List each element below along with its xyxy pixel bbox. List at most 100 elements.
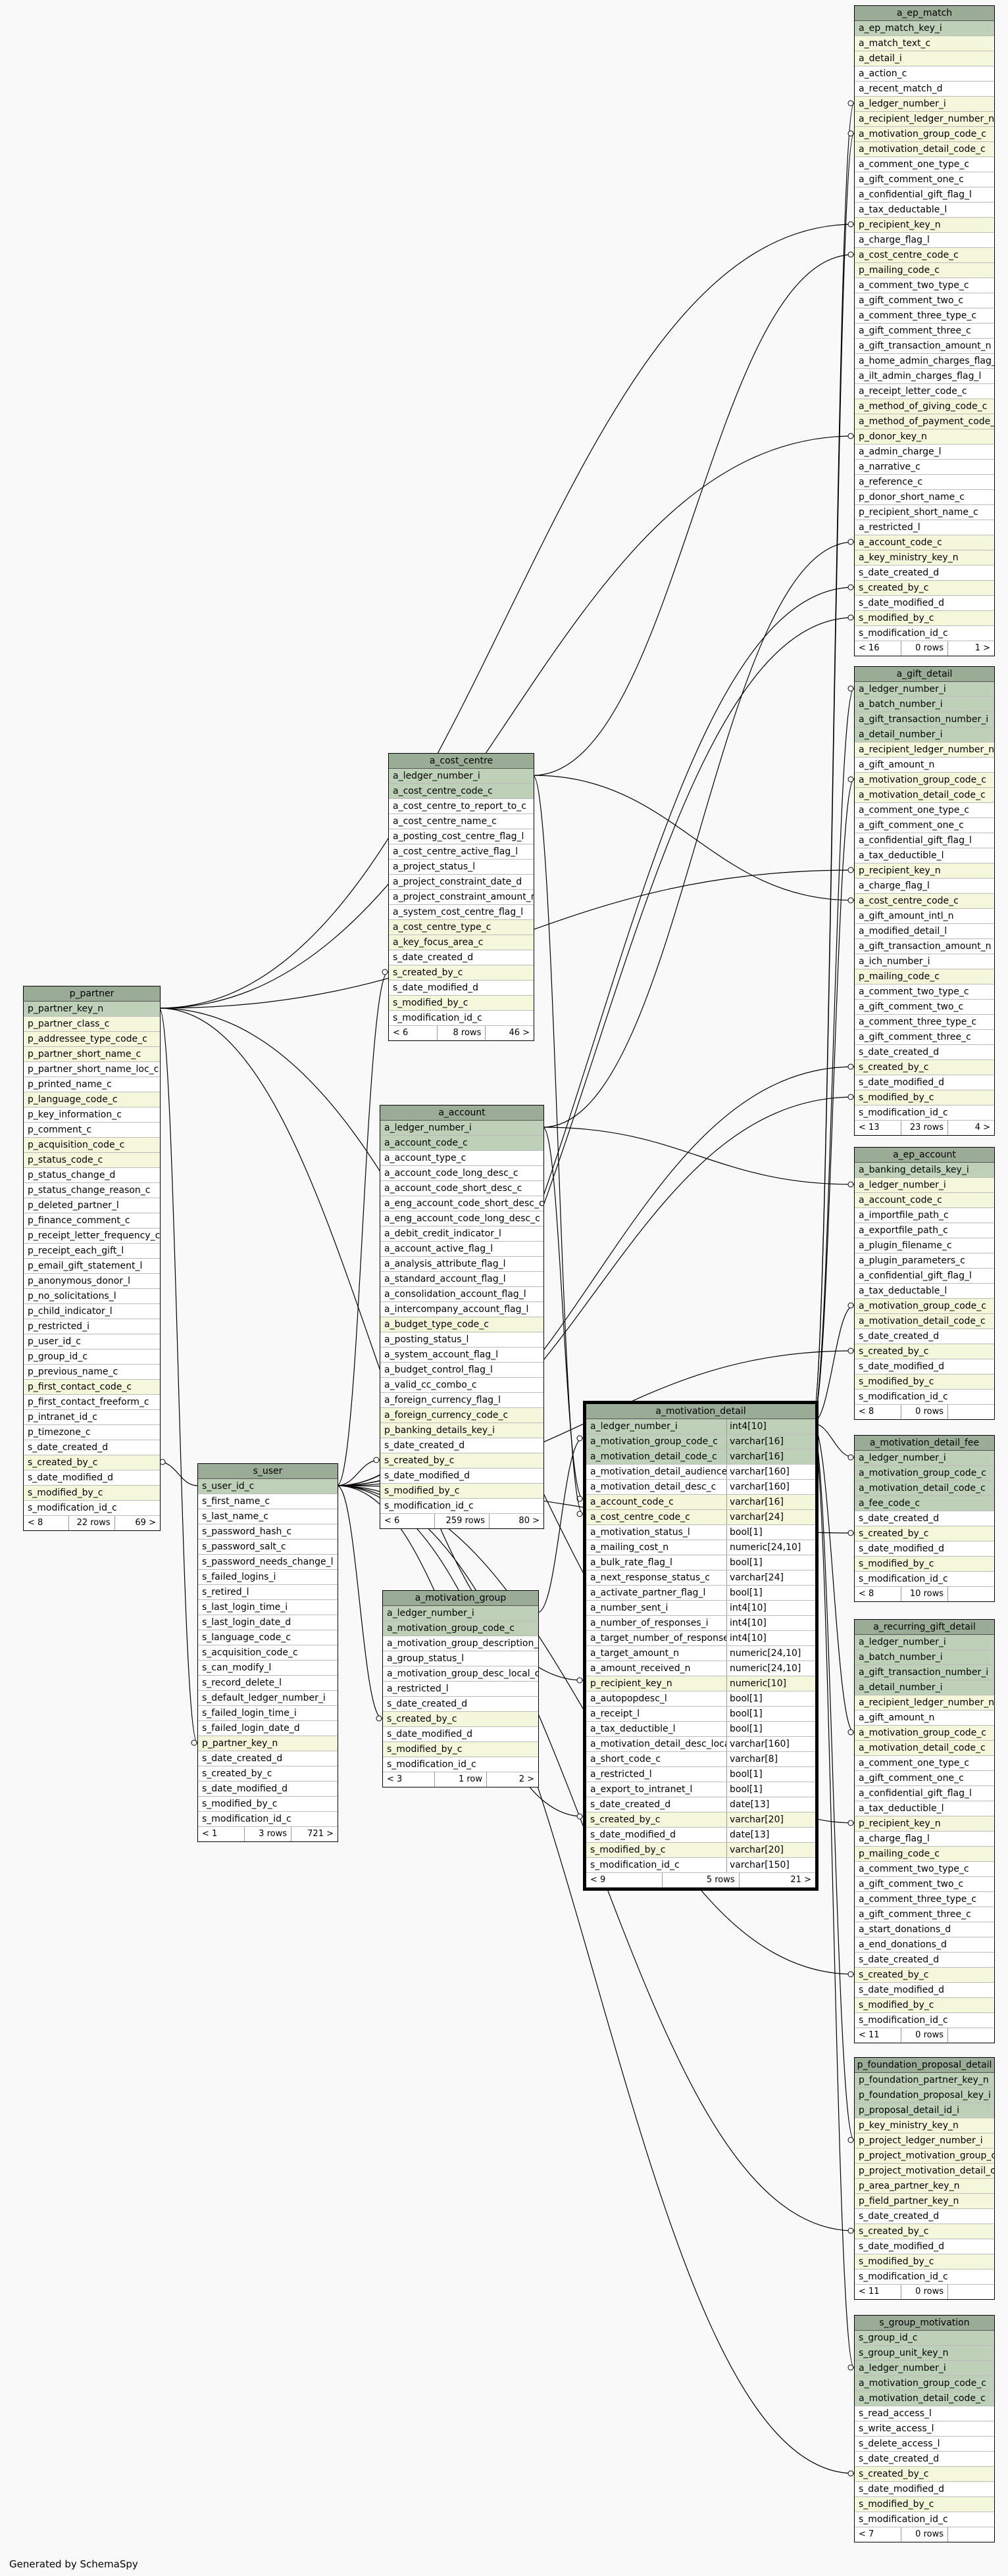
column-row[interactable]: a_gift_comment_one_c: [855, 818, 994, 833]
column-row[interactable]: p_field_partner_key_n: [855, 2194, 994, 2209]
column-row[interactable]: p_child_indicator_l: [24, 1304, 160, 1319]
column-row[interactable]: s_date_created_d: [389, 950, 534, 965]
column-row[interactable]: s_modification_id_c: [24, 1501, 160, 1516]
column-row[interactable]: a_detail_i: [855, 51, 994, 66]
column-row[interactable]: p_key_ministry_key_n: [855, 2118, 994, 2133]
column-row[interactable]: a_charge_flag_l: [855, 1832, 994, 1847]
column-row[interactable]: s_group_unit_key_n: [855, 2346, 994, 2361]
column-row[interactable]: a_action_c: [855, 66, 994, 82]
column-row[interactable]: s_date_created_d: [383, 1697, 538, 1712]
column-row[interactable]: s_default_ledger_number_i: [198, 1691, 338, 1706]
column-row[interactable]: a_recipient_ledger_number_n: [855, 742, 994, 758]
column-row[interactable]: s_modification_id_c: [855, 1572, 994, 1587]
column-row[interactable]: s_record_delete_l: [198, 1676, 338, 1691]
column-row[interactable]: p_foundation_partner_key_n: [855, 2073, 994, 2088]
column-row[interactable]: a_ledger_number_i: [855, 1451, 994, 1466]
column-row[interactable]: a_motivation_group_code_c: [855, 127, 994, 142]
column-row[interactable]: a_ich_number_i: [855, 954, 994, 969]
column-row[interactable]: s_password_hash_c: [198, 1524, 338, 1540]
column-row[interactable]: a_plugin_parameters_c: [855, 1253, 994, 1269]
column-row[interactable]: a_gift_comment_two_c: [855, 1000, 994, 1015]
column-row[interactable]: s_created_by_c: [855, 1060, 994, 1075]
column-row[interactable]: p_addressee_type_code_c: [24, 1032, 160, 1047]
column-row[interactable]: s_modification_id_c: [855, 1106, 994, 1121]
column-row[interactable]: p_comment_c: [24, 1123, 160, 1138]
column-row[interactable]: s_date_created_d: [855, 566, 994, 581]
column-row[interactable]: a_motivation_detail_code_c: [855, 1481, 994, 1496]
column-row[interactable]: a_motivation_detail_code_c: [855, 1741, 994, 1756]
column-row[interactable]: a_reference_c: [855, 475, 994, 490]
column-row[interactable]: a_gift_comment_three_c: [855, 1030, 994, 1045]
column-row[interactable]: a_gift_transaction_number_i: [855, 1665, 994, 1680]
column-row[interactable]: a_gift_amount_n: [855, 1711, 994, 1726]
column-row[interactable]: s_created_by_c: [855, 2467, 994, 2482]
column-row[interactable]: a_receipt_letter_code_c: [855, 384, 994, 399]
column-row[interactable]: a_budget_control_flag_l: [380, 1363, 543, 1378]
column-row[interactable]: s_password_salt_c: [198, 1540, 338, 1555]
column-row[interactable]: s_modified_by_c: [855, 2254, 994, 2270]
column-row[interactable]: a_exportfile_path_c: [855, 1223, 994, 1238]
column-row[interactable]: s_created_by_c: [855, 581, 994, 596]
column-row[interactable]: p_anonymous_donor_l: [24, 1274, 160, 1289]
column-row[interactable]: p_partner_short_name_c: [24, 1047, 160, 1062]
column-row[interactable]: a_motivation_detail_code_c: [855, 788, 994, 803]
column-row[interactable]: s_modified_by_c: [24, 1486, 160, 1501]
column-row[interactable]: s_date_modified_d: [855, 596, 994, 611]
column-row[interactable]: a_debit_credit_indicator_l: [380, 1227, 543, 1242]
column-row[interactable]: s_date_modified_d: [855, 1075, 994, 1090]
column-row[interactable]: a_gift_comment_two_c: [855, 1877, 994, 1892]
column-row[interactable]: a_group_status_l: [383, 1651, 538, 1666]
column-row[interactable]: s_modified_by_c: [855, 1374, 994, 1390]
column-row[interactable]: p_email_gift_statement_l: [24, 1259, 160, 1274]
column-row[interactable]: s_group_id_c: [855, 2331, 994, 2346]
column-row[interactable]: p_timezone_c: [24, 1425, 160, 1440]
column-row[interactable]: a_analysis_attribute_flag_l: [380, 1257, 543, 1272]
column-row[interactable]: a_eng_account_code_short_desc_c: [380, 1196, 543, 1211]
column-row[interactable]: a_motivation_group_code_c: [855, 1466, 994, 1481]
column-row[interactable]: a_tax_deductable_l: [855, 1284, 994, 1299]
column-row[interactable]: a_motivation_group_code_c: [383, 1621, 538, 1636]
column-row[interactable]: a_system_account_flag_l: [380, 1348, 543, 1363]
column-row[interactable]: a_ledger_number_i: [855, 1635, 994, 1650]
column-row[interactable]: a_confidential_gift_flag_l: [855, 1269, 994, 1284]
column-row[interactable]: a_tax_deductable_l: [855, 203, 994, 218]
column-row[interactable]: s_date_modified_d: [389, 981, 534, 996]
table-header[interactable]: a_cost_centre: [389, 754, 534, 769]
column-row[interactable]: p_partner_key_n: [198, 1736, 338, 1751]
column-row[interactable]: a_confidential_gift_flag_l: [855, 1786, 994, 1801]
column-row[interactable]: p_mailing_code_c: [855, 263, 994, 278]
column-row[interactable]: a_cost_centre_code_c: [855, 248, 994, 263]
column-row[interactable]: a_modified_detail_l: [855, 924, 994, 939]
column-row[interactable]: s_acquisition_code_c: [198, 1645, 338, 1661]
column-row[interactable]: a_motivation_group_desc_local_c: [383, 1666, 538, 1682]
column-row[interactable]: a_comment_three_type_c: [855, 1892, 994, 1907]
column-row[interactable]: a_cost_centre_code_c: [389, 784, 534, 799]
table-header[interactable]: a_motivation_group: [383, 1591, 538, 1606]
column-row[interactable]: s_language_code_c: [198, 1630, 338, 1645]
column-row[interactable]: s_delete_access_l: [855, 2437, 994, 2452]
table-header[interactable]: p_foundation_proposal_detail: [855, 2058, 994, 2073]
column-row[interactable]: p_key_information_c: [24, 1107, 160, 1123]
column-row[interactable]: a_comment_one_type_c: [855, 157, 994, 172]
column-row[interactable]: s_date_created_d: [855, 2209, 994, 2224]
column-row[interactable]: s_modification_id_c: [855, 2013, 994, 2028]
column-row[interactable]: s_modification_id_c: [855, 626, 994, 641]
column-row[interactable]: s_date_created_d: [380, 1438, 543, 1453]
column-row[interactable]: p_receipt_each_gift_l: [24, 1244, 160, 1259]
column-row[interactable]: a_key_ministry_key_n: [855, 550, 994, 566]
column-row[interactable]: p_user_id_c: [24, 1334, 160, 1349]
table-header[interactable]: s_user: [198, 1464, 338, 1479]
column-row[interactable]: p_status_code_c: [24, 1153, 160, 1168]
